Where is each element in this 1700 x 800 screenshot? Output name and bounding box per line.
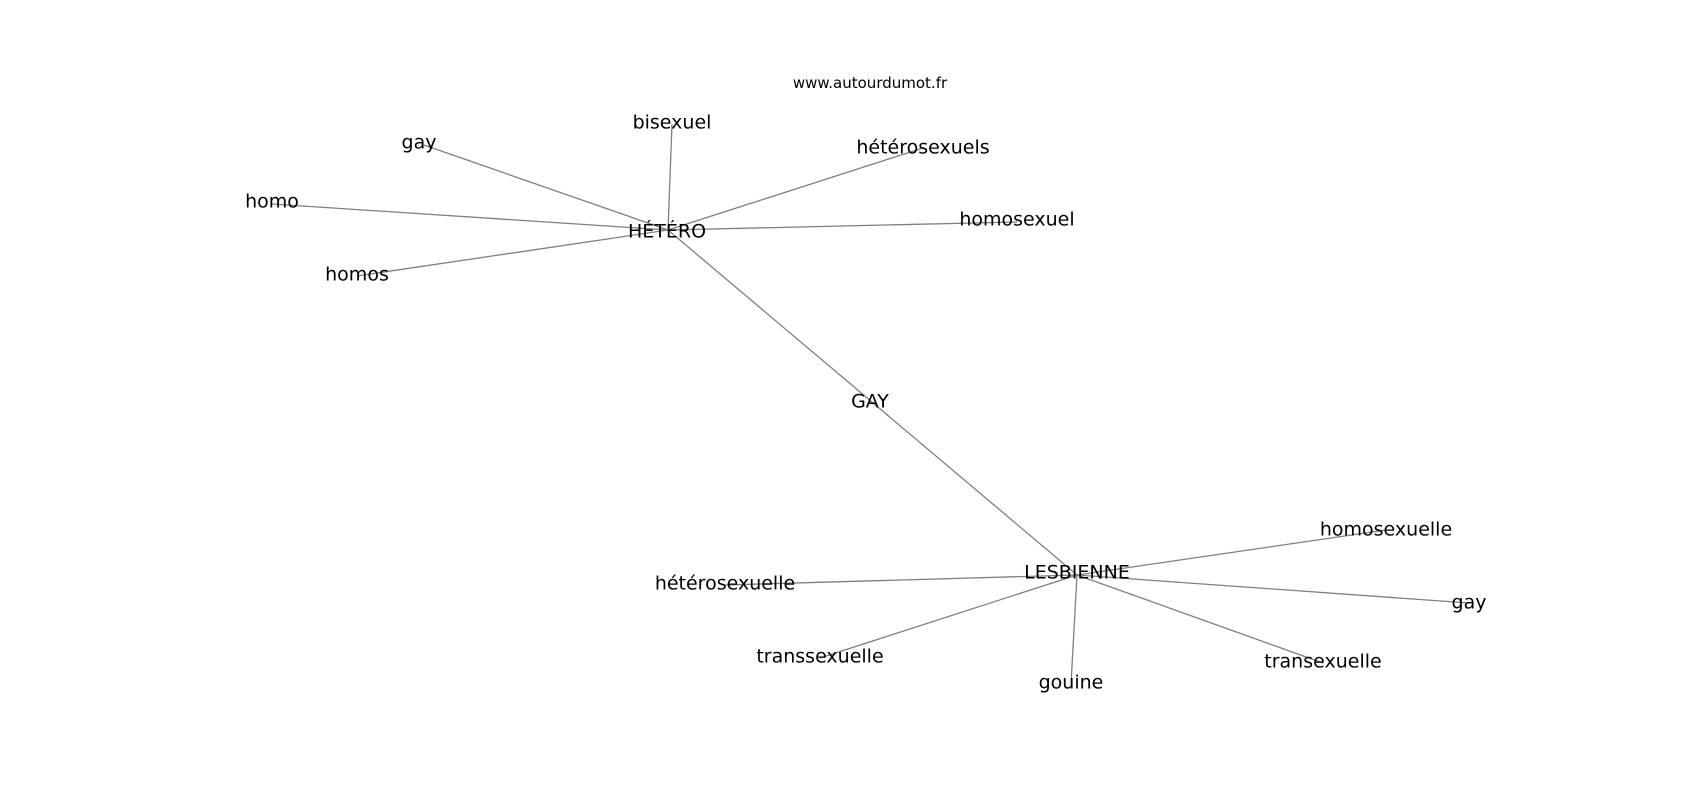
node-label-transexuelle[interactable]: transexuelle [1264, 651, 1381, 673]
node-label-homo[interactable]: homo [245, 191, 299, 213]
edge-hetero-heterosexuels [667, 147, 924, 231]
edge-lesbienne-gouine [1070, 574, 1078, 685]
node-label-gay-1[interactable]: gay [402, 132, 437, 154]
edge-hetero-lesbienne [667, 229, 1078, 576]
edge-hetero-gay_1 [423, 144, 669, 231]
edge-lesbienne-transsexuelle [819, 574, 1078, 659]
edge-hetero-homos [356, 229, 669, 277]
node-label-gay-center[interactable]: GAY [851, 391, 889, 413]
edge-lesbienne-homosexuelle [1076, 529, 1387, 576]
edge-hetero-homo [271, 203, 669, 231]
node-label-hetero[interactable]: HÉTÉRO [628, 220, 706, 243]
node-label-homosexuel[interactable]: homosexuel [959, 209, 1074, 231]
edge-lesbienne-transexuelle [1076, 574, 1324, 664]
edge-lesbienne-gay_2 [1076, 574, 1470, 604]
watermark-text: www.autourdumot.fr [793, 74, 948, 92]
nodes-layer: GAY HÉTÉRO LESBIENNE gay bisexuel hétérosexue… [245, 112, 1486, 694]
edge-lesbienne-heterosexuelle [724, 574, 1078, 586]
edge-hetero-homosexuel [667, 221, 1018, 231]
node-label-transsexuelle[interactable]: transsexuelle [756, 646, 883, 668]
node-label-homosexuelle[interactable]: homosexuelle [1320, 519, 1452, 541]
edge-hetero-bisexuel [667, 123, 673, 231]
node-label-gay-2[interactable]: gay [1452, 592, 1487, 614]
node-label-heterosexuels[interactable]: hétérosexuels [856, 137, 989, 159]
node-label-bisexuel[interactable]: bisexuel [633, 112, 712, 134]
node-label-gouine[interactable]: gouine [1039, 672, 1104, 694]
edges-layer [271, 123, 1470, 685]
node-label-lesbienne[interactable]: LESBIENNE [1024, 562, 1130, 584]
node-label-heterosexuelle[interactable]: hétérosexuelle [655, 573, 795, 595]
node-label-homos[interactable]: homos [325, 264, 389, 286]
